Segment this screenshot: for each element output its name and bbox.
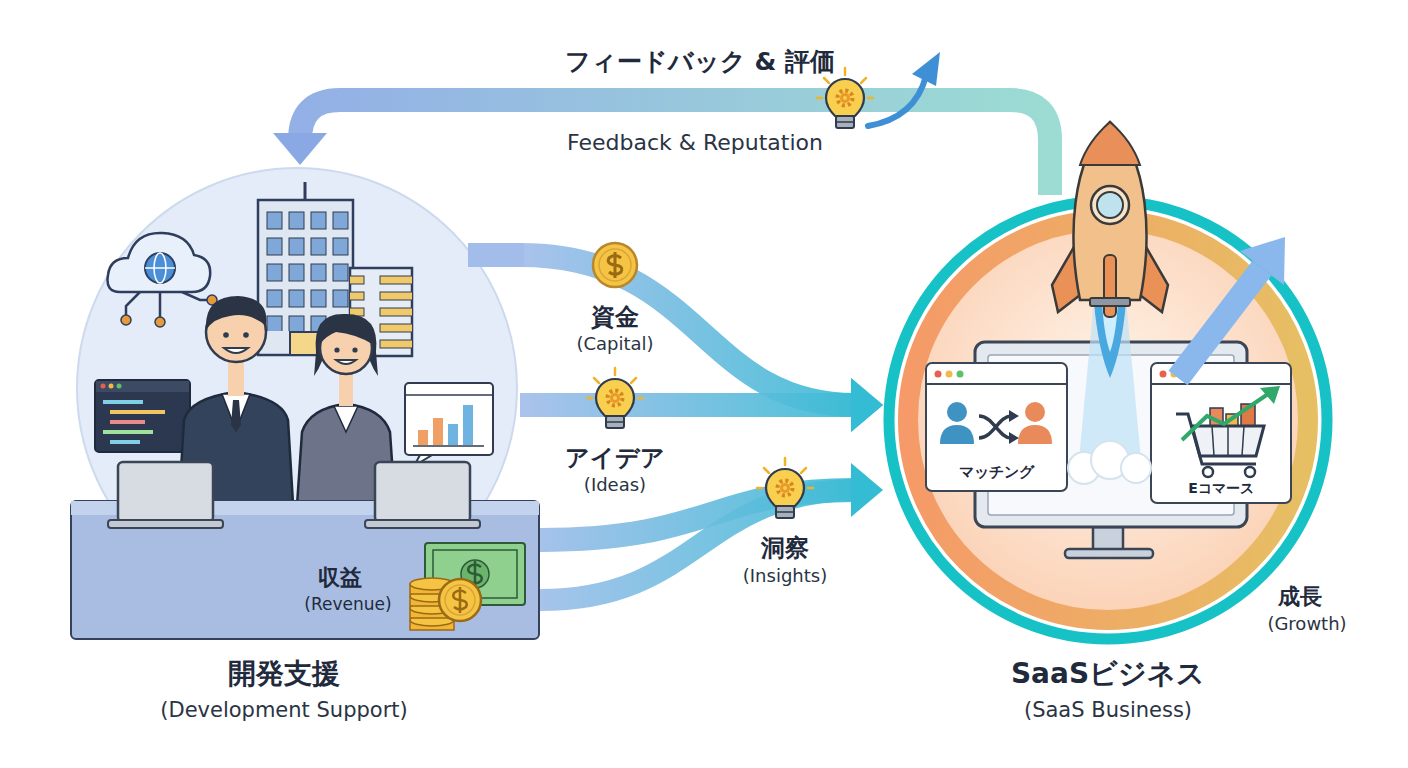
coin-stack xyxy=(410,578,481,630)
caption-label: (Ideas) xyxy=(584,474,646,496)
man-figure xyxy=(178,296,294,520)
flow-arrow xyxy=(520,378,883,432)
node-subtitle: (Revenue) xyxy=(288,594,408,614)
edge-label: 資金 xyxy=(591,303,639,332)
edge-label: アイデア xyxy=(565,444,665,473)
flow-arrow xyxy=(540,463,883,540)
feedback-bulb xyxy=(817,68,873,128)
laptop xyxy=(108,462,480,528)
desk-illustration xyxy=(70,500,540,640)
node-title: SaaSビジネス xyxy=(883,657,1333,691)
arrow-head xyxy=(273,133,327,165)
insight-bulb xyxy=(757,458,813,518)
caption-label: (Insights) xyxy=(743,565,827,587)
code-window xyxy=(95,380,190,452)
flow-band xyxy=(300,100,1050,195)
arrow-head xyxy=(851,463,883,517)
flow-band xyxy=(520,393,855,417)
revenue-band xyxy=(540,490,858,600)
node-title: 開発支援 xyxy=(48,657,520,691)
caption-label: Feedback & Reputation xyxy=(567,130,823,156)
desk-top xyxy=(71,501,539,515)
caption-label: (Growth) xyxy=(1267,613,1346,635)
node-subtitle: (Development Support) xyxy=(48,698,520,723)
node-subtitle: (SaaS Business) xyxy=(883,698,1333,723)
arrow-head xyxy=(851,378,883,432)
flow-band xyxy=(520,255,855,405)
node-title: マッチング xyxy=(927,463,1066,481)
group-node: 開発支援(Development Support) 収益(Revenue) xyxy=(48,165,520,640)
edge-label: フィードバック & 評価 xyxy=(565,47,835,77)
woman-figure xyxy=(296,314,396,520)
node-title: 収益 xyxy=(305,565,375,591)
caption-label: (Capital) xyxy=(576,333,653,355)
app-window: Eコマース xyxy=(1150,362,1292,504)
cloud-icon xyxy=(108,233,218,327)
arrow-head xyxy=(851,378,883,432)
band-stub xyxy=(468,243,524,267)
flow-arrow xyxy=(273,100,1050,195)
group-node: SaaSビジネス(SaaS Business) マッチング Eコマース xyxy=(883,195,1333,645)
edge-label: 洞察 xyxy=(761,534,809,563)
rocket xyxy=(1052,122,1168,484)
coin-icon xyxy=(593,243,637,287)
desk-box: 収益 (Revenue) xyxy=(70,500,540,640)
app-window: マッチング xyxy=(925,362,1068,492)
flow-band xyxy=(540,490,855,540)
growth-arrow xyxy=(1178,237,1285,378)
office-building xyxy=(258,182,412,356)
swoosh-arrow xyxy=(868,52,940,126)
chart-window xyxy=(405,383,493,466)
flow-arrow xyxy=(520,255,883,432)
idea-bulb xyxy=(587,368,643,428)
node-title: Eコマース xyxy=(1152,480,1290,497)
caption-label: 成長 xyxy=(1278,584,1322,610)
